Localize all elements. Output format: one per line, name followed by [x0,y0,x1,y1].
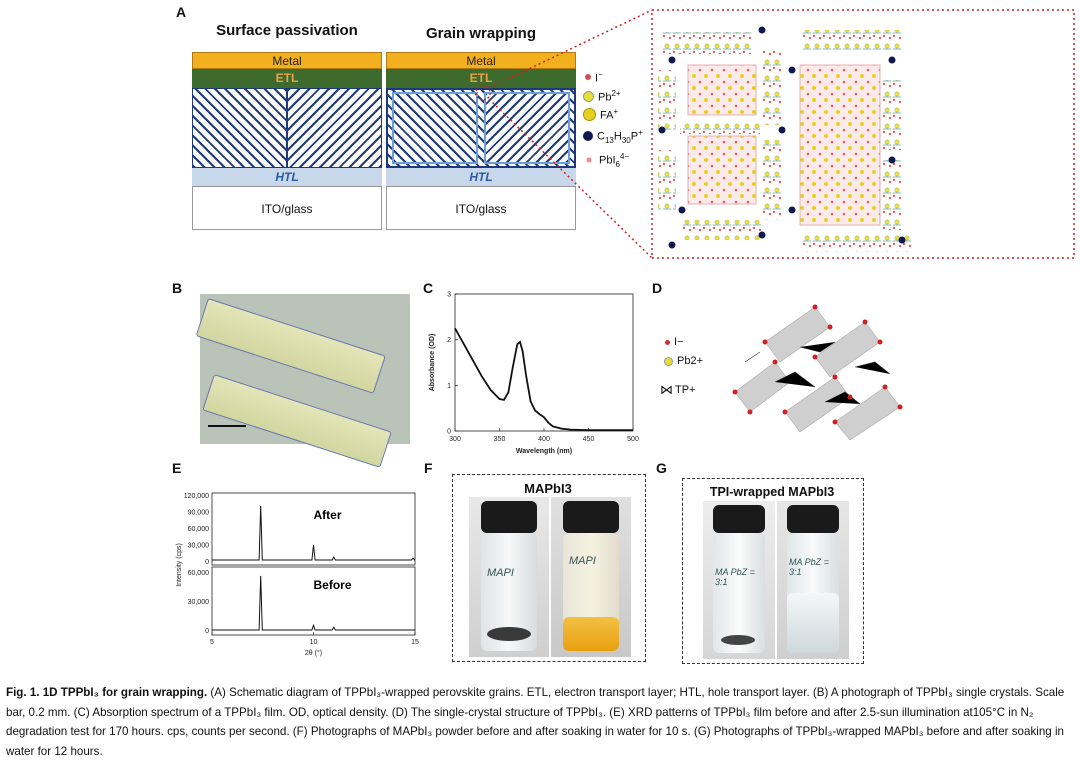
vial-photo-frame-f: MAPbI3 MAPI MAPI [452,474,646,662]
vial-cap [713,505,765,533]
x-tick-label: 15 [411,639,419,646]
y-axis-label: Absorbance (OD) [429,334,436,392]
water [787,593,839,653]
y-tick-label: 90,000 [188,510,210,517]
title-grain-wrapping: Grain wrapping [425,25,536,42]
wrapped-grain [392,92,478,164]
panel-label-f: F [424,460,433,476]
vial-photo-before: MAPI [469,497,549,657]
before-series-line [212,575,415,631]
legend-lead: Pb2+ [583,89,621,104]
plot-frame [454,293,634,432]
panel-label-g: G [656,460,667,476]
y-tick-label: 60,000 [188,570,210,577]
x-tick-label: 5 [210,639,214,646]
black-powder [487,627,531,641]
xrd-pattern-chart: 120,00090,00060,00030,000060,00030,00005… [176,492,419,657]
perovskite-grain [192,88,287,168]
y-tick-label: 0 [447,429,451,436]
x-axis-label: Wavelength (nm) [516,448,572,455]
y-tick-label: 60,000 [188,526,210,533]
vial-photo-before: MA PbZ = 3:1 [703,501,775,659]
vial-cap [563,501,619,533]
layer-etl: ETL [192,69,382,88]
legend-pbi6: PbI64− [583,152,629,169]
series-label-before: Before [314,578,352,592]
scale-bar [208,425,246,427]
figure-caption: Fig. 1. 1D TPPbI₃ for grain wrapping. (A… [6,683,1074,761]
legend-lead-d: Pb2+ [664,355,703,367]
panel-label-b: B [172,280,183,296]
perovskite-grain [287,88,382,168]
title-surface-passivation: Surface passivation [216,22,358,39]
vial-photo-frame-g: TPI-wrapped MAPbI3 MA PbZ = 3:1 MA PbZ =… [682,478,864,664]
absorbance-series-line [454,327,633,431]
fa-dot-icon [583,107,596,121]
black-powder [721,635,755,645]
vial-photo-after: MA PbZ = 3:1 [777,501,849,659]
layer-etl: ETL [386,69,576,88]
legend-fa: FA+ [583,107,618,122]
layer-ito-glass: ITO/glass [386,186,576,230]
series-label-after: After [314,508,342,522]
after-series-line [212,505,415,561]
caption-body: (A) Schematic diagram of TPPbI₃-wrapped … [6,686,1065,758]
y-tick-label: 0 [205,559,209,566]
vial-handwriting: MAPI [487,567,514,579]
y-axis-label: Intensity (cps) [176,543,183,587]
y-tick-label: 3 [447,292,451,299]
panel-label-a: A [176,4,187,20]
vial-cap [481,501,537,533]
x-tick-label: 400 [538,436,550,443]
iodide-dot-icon [665,339,670,345]
x-tick-label: 350 [494,436,506,443]
y-tick-label: 120,000 [184,493,209,500]
yellow-solution [563,617,619,651]
legend-tp-cation: C13H30P+ [583,128,643,145]
tp-molecule-icon: ⋈ [660,382,673,397]
layer-metal: Metal [192,52,382,69]
crystal-structure-illustration [658,26,912,252]
y-tick-label: 2 [447,337,451,344]
y-tick-label: 0 [205,628,209,635]
panel-label-e: E [172,460,182,476]
vial-handwriting: MA PbZ = 3:1 [715,567,755,587]
lead-dot-icon [583,90,594,102]
vial-handwriting: MAPI [569,555,596,567]
layer-htl: HTL [192,168,382,186]
x-tick-label: 300 [449,436,461,443]
x-tick-label: 500 [627,436,639,443]
legend-tp-d: ⋈ TP+ [660,382,696,397]
y-tick-label: 30,000 [188,599,210,606]
vial-body [713,533,765,653]
panel-f-title: MAPbI3 [524,481,572,496]
layer-ito-glass: ITO/glass [192,186,382,230]
caption-lead: Fig. 1. 1D TPPbI₃ for grain wrapping. [6,686,208,699]
layer-htl: HTL [386,168,576,186]
vial-handwriting: MA PbZ = 3:1 [789,557,829,577]
x-axis-label: 2θ (°) [305,649,322,657]
crystal-photo [195,294,410,468]
y-tick-label: 1 [447,383,451,390]
x-tick-label: 10 [310,639,318,646]
octahedron-icon [583,154,595,167]
x-tick-label: 450 [583,436,595,443]
plot-frame [211,492,416,566]
single-crystal-structure [732,304,903,441]
legend-iodide: I− [585,70,603,85]
iodide-dot-icon [585,74,591,81]
panel-label-d: D [652,280,663,296]
legend-iodide-d: I− [665,336,683,348]
wrapped-grain [484,92,570,164]
panel-label-c: C [423,280,434,296]
lead-dot-icon [664,356,673,366]
tp-cation-dot-icon [583,131,593,142]
vial-cap [787,505,839,533]
layer-metal: Metal [386,52,576,69]
panel-g-title: TPI-wrapped MAPbI3 [709,485,835,499]
y-tick-label: 30,000 [188,543,210,550]
vial-photo-after: MAPI [551,497,631,657]
